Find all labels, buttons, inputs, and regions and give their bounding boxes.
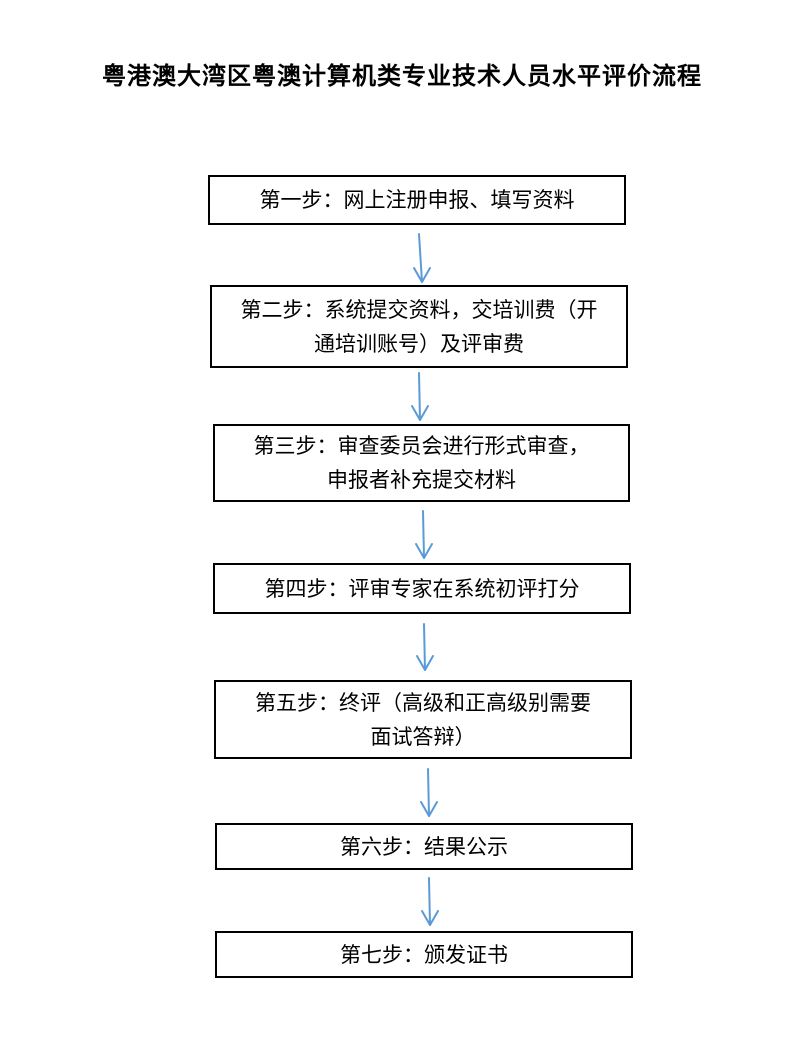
step-3-text: 第三步：审查委员会进行形式审查， 申报者补充提交材料 bbox=[254, 429, 590, 497]
step-1-text: 第一步：网上注册申报、填写资料 bbox=[260, 183, 575, 217]
step-7-line1: 第七步：颁发证书 bbox=[340, 942, 508, 967]
arrow-3-head bbox=[415, 543, 433, 559]
step-5-line1: 第五步：终评（高级和正高级别需要 bbox=[255, 690, 591, 715]
step-2-line2: 通培训账号）及评审费 bbox=[314, 331, 524, 356]
arrow-6-head bbox=[421, 910, 439, 926]
step-1-box: 第一步：网上注册申报、填写资料 bbox=[208, 175, 626, 225]
step-3-line1: 第三步：审查委员会进行形式审查， bbox=[253, 434, 590, 458]
step-5-text: 第五步：终评（高级和正高级别需要 面试答辩） bbox=[255, 686, 591, 754]
step-2-text: 第二步：系统提交资料，交培训费（开 通培训账号）及评审费 bbox=[241, 293, 598, 361]
arrow-4-head bbox=[416, 655, 434, 671]
step-2-line1: 第二步：系统提交资料，交培训费（开 bbox=[240, 297, 598, 322]
step-5-box: 第五步：终评（高级和正高级别需要 面试答辩） bbox=[214, 680, 632, 759]
arrow-2-shaft bbox=[418, 372, 421, 421]
arrow-3-shaft bbox=[422, 510, 425, 559]
step-7-box: 第七步：颁发证书 bbox=[215, 931, 633, 978]
arrow-2-head bbox=[411, 405, 429, 421]
arrow-5-shaft bbox=[427, 768, 430, 817]
step-6-box: 第六步：结果公示 bbox=[215, 823, 633, 870]
step-2-box: 第二步：系统提交资料，交培训费（开 通培训账号）及评审费 bbox=[210, 285, 628, 368]
step-3-box: 第三步：审查委员会进行形式审查， 申报者补充提交材料 bbox=[213, 424, 630, 502]
step-4-box: 第四步：评审专家在系统初评打分 bbox=[213, 563, 631, 614]
arrow-6-shaft bbox=[428, 877, 431, 926]
step-6-line1: 第六步：结果公示 bbox=[340, 834, 508, 859]
page-title: 粤港澳大湾区粤澳计算机类专业技术人员水平评价流程 bbox=[102, 62, 702, 90]
step-4-line1: 第四步：评审专家在系统初评打分 bbox=[264, 576, 580, 601]
step-6-text: 第六步：结果公示 bbox=[340, 830, 508, 864]
arrow-1-head bbox=[413, 267, 431, 283]
step-3-line2: 申报者补充提交材料 bbox=[327, 468, 516, 492]
arrow-1-shaft bbox=[418, 233, 423, 283]
arrow-5-head bbox=[420, 801, 438, 817]
step-4-text: 第四步：评审专家在系统初评打分 bbox=[265, 572, 580, 606]
arrow-4-shaft bbox=[423, 623, 426, 671]
step-7-text: 第七步：颁发证书 bbox=[340, 938, 508, 972]
step-1-line1: 第一步：网上注册申报、填写资料 bbox=[259, 188, 575, 212]
step-5-line2: 面试答辩） bbox=[370, 724, 476, 749]
